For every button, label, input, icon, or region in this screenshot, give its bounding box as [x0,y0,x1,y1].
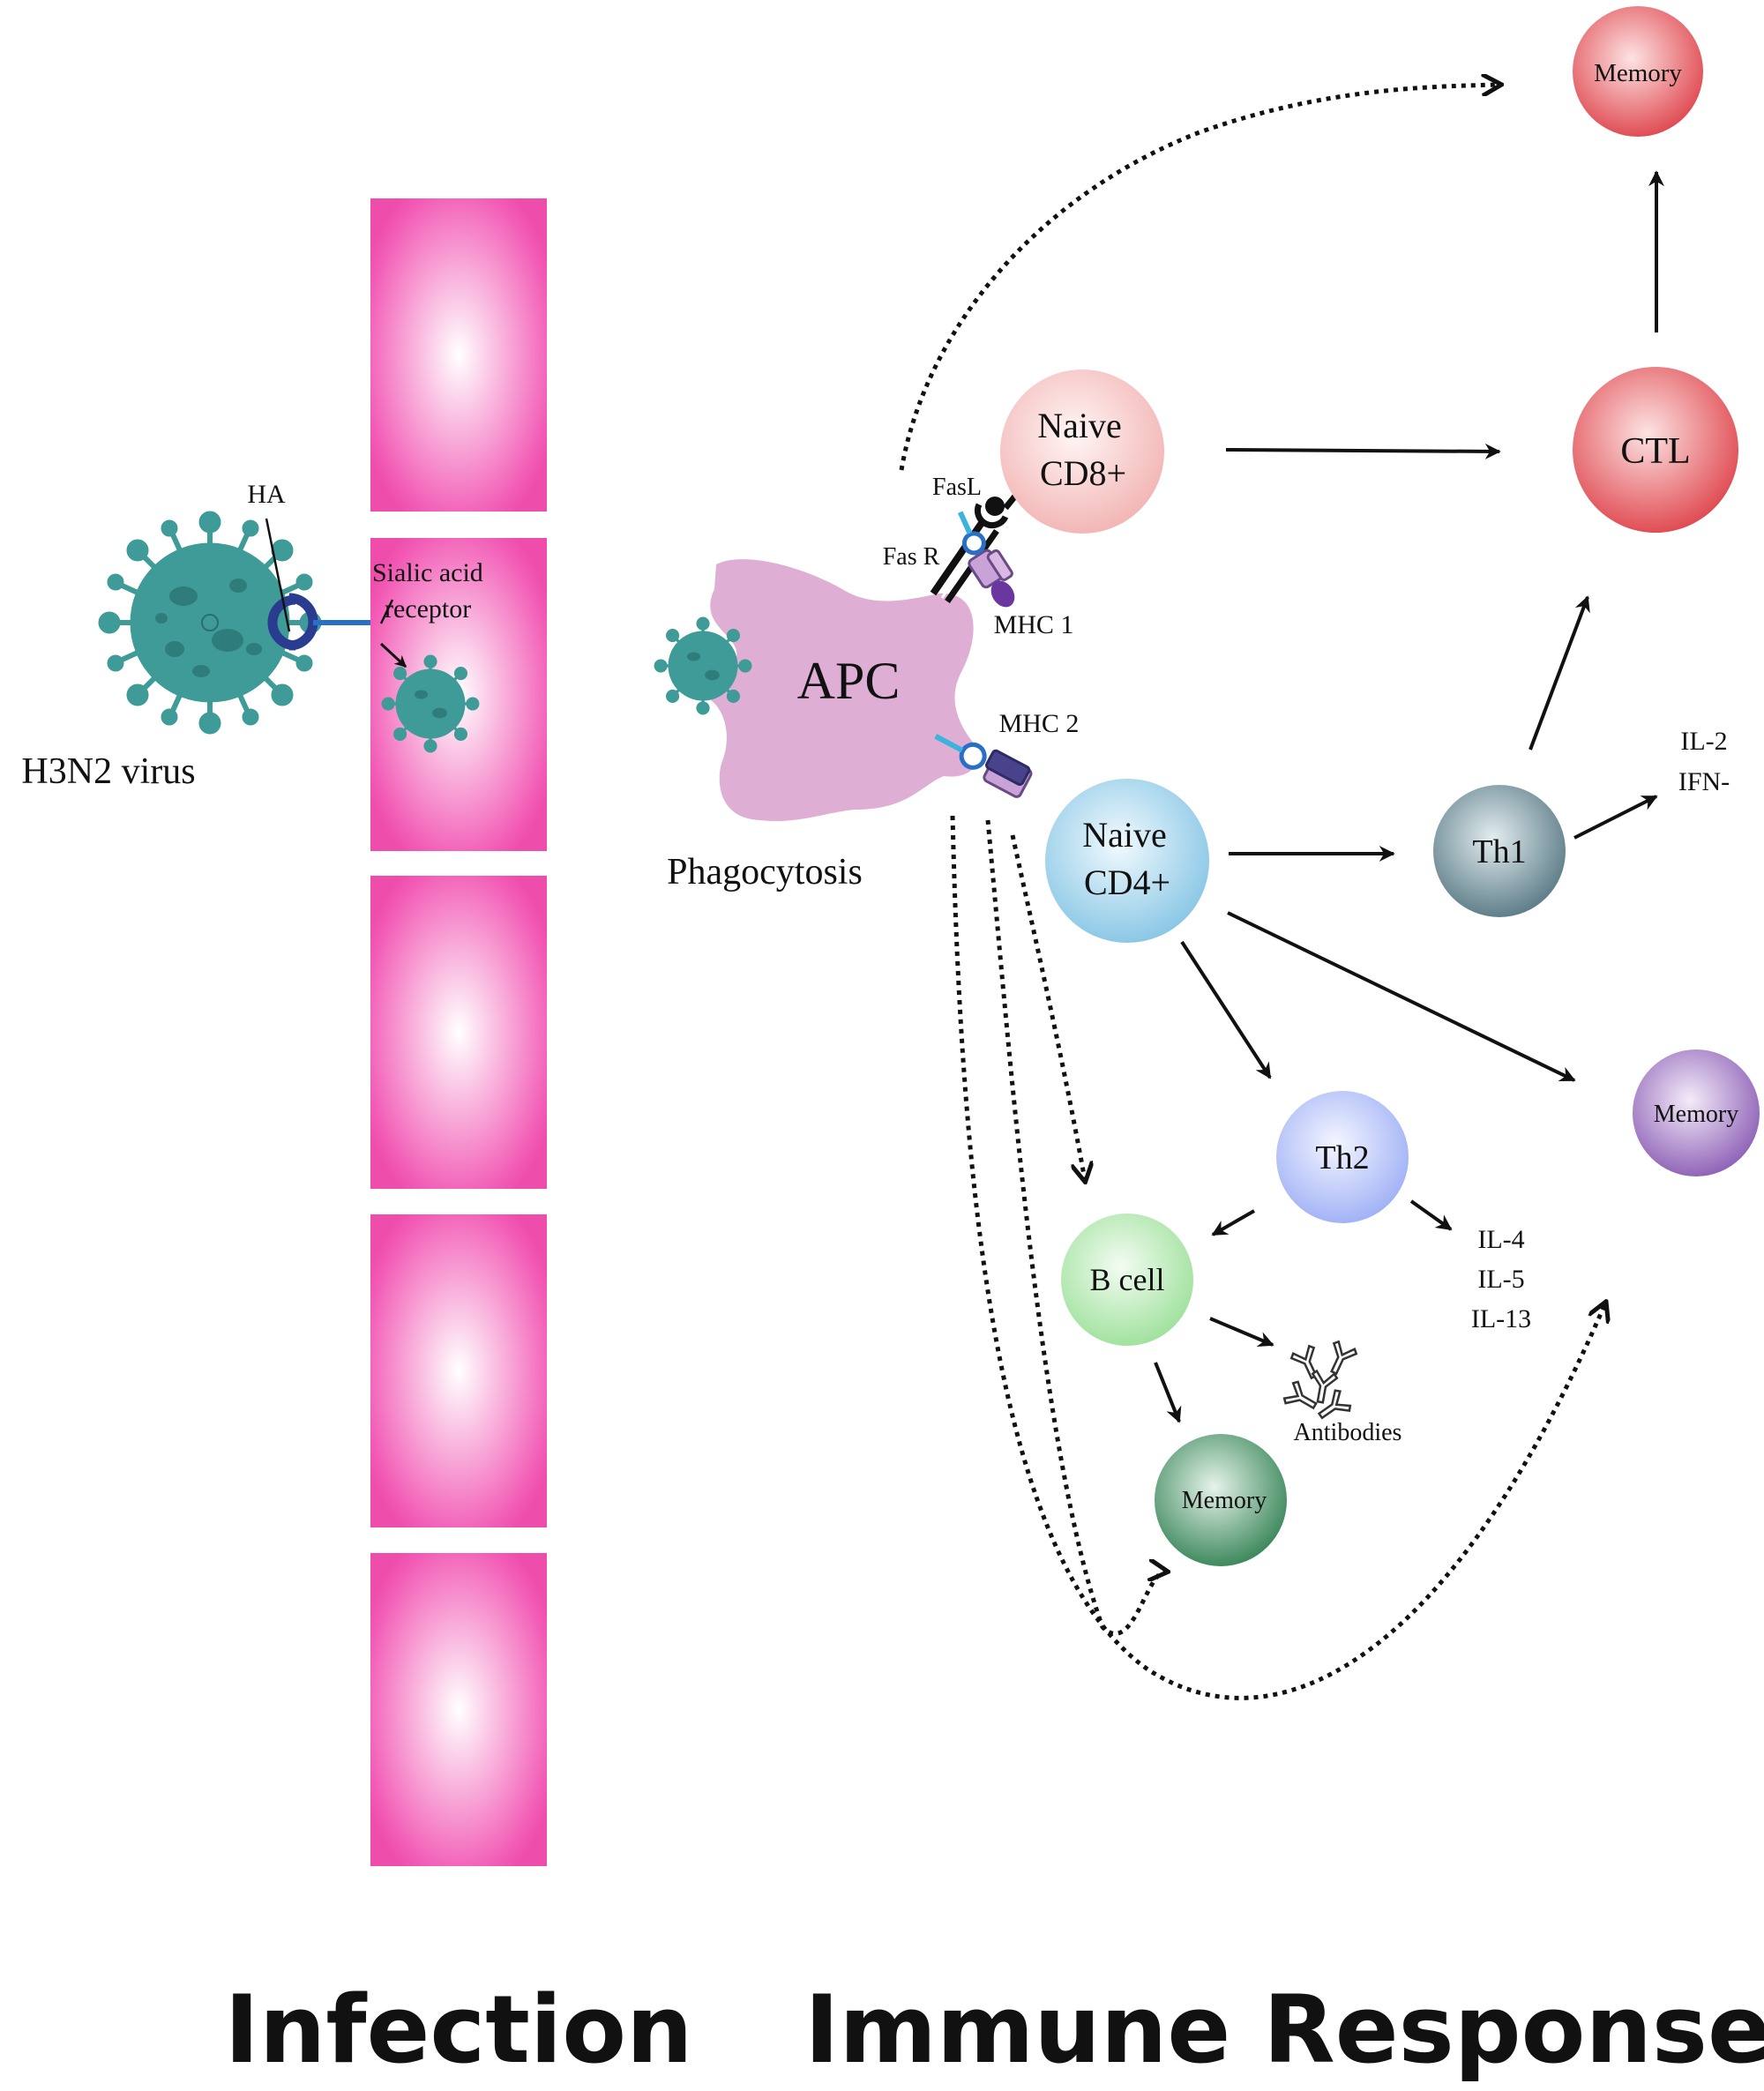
label-ha: HA [247,480,286,509]
epithelial-cell [370,1214,547,1527]
section-title-infection: Infection [224,1975,692,2084]
cell-naive-cd8: Naive CD8+ [1000,370,1164,534]
cell-naive-cd4-label-line1: Naive [1082,815,1167,855]
cell-memory-purple-label: Memory [1654,1101,1738,1128]
arrow-cd8-to-ctl [1225,443,1501,459]
dotted-arrow-apc-to-memory-green [985,819,1166,1636]
label-fasr: Fas R [883,543,940,571]
cell-ctl: CTL [1573,367,1738,533]
epithelial-cell [370,876,547,1189]
label-mhc1: MHC 1 [994,610,1074,639]
label-ifn: IFN- [1678,767,1730,796]
cell-th1: Th1 [1433,785,1566,917]
label-apc: APC [797,652,901,710]
cell-th2-label: Th2 [1315,1139,1369,1176]
arrow-th1-to-cytokines [1573,795,1658,840]
label-sialic-acid-line1: Sialic acid [372,558,483,587]
label-il4: IL-4 [1477,1225,1524,1254]
dotted-arrow-apc-to-memory-purple [950,815,1605,1700]
arrow-cd4-to-memory-purple [1227,911,1576,1082]
cell-th2: Th2 [1276,1091,1409,1223]
arrow-bcell-to-antibodies [1209,1317,1274,1347]
label-il2: IL-2 [1680,727,1727,756]
label-fasl: FasL [932,474,982,501]
h3n2-virus-icon [98,511,322,735]
label-il13: IL-13 [1471,1304,1531,1333]
cell-th1-label: Th1 [1472,833,1526,870]
arrows [899,85,1664,1700]
apc-cell [699,559,978,822]
arrow-cd4-to-th2 [1180,940,1272,1079]
label-phagocytosis: Phagocytosis [667,852,863,892]
epithelial-layer [370,198,547,1866]
label-antibodies: Antibodies [1294,1419,1402,1446]
cell-naive-cd4-label-line2: CD4+ [1084,863,1170,902]
arrow-th1-to-ctl [1529,595,1590,751]
cell-ctl-label: CTL [1620,431,1690,472]
phagocytosed-virus-icon [654,616,752,715]
cell-bcell: B cell [1061,1214,1193,1346]
dotted-arrow-apc-to-memory-red [899,85,1499,471]
dotted-arrow-apc-to-bcell [1010,834,1085,1180]
label-h3n2-virus: H3N2 virus [21,751,195,792]
cell-naive-cd4: Naive CD4+ [1045,779,1209,943]
arrow-th2-to-il4 [1409,1199,1453,1231]
cell-memory-green-label: Memory [1182,1487,1267,1514]
cell-naive-cd8-label-line2: CD8+ [1040,453,1126,493]
cell-memory-red-label: Memory [1594,59,1682,87]
cell-naive-cd8-label-line1: Naive [1037,406,1122,445]
label-sialic-acid-line2: receptor [385,594,471,624]
epithelial-cell [370,1553,547,1866]
label-il5: IL-5 [1477,1265,1524,1294]
label-mhc2: MHC 2 [999,709,1080,738]
epithelial-cell [370,198,547,512]
cell-memory-purple: Memory [1633,1049,1760,1176]
cell-memory-green: Memory [1155,1434,1287,1566]
arrow-bcell-to-memory-green [1154,1362,1182,1423]
cell-memory-red: Memory [1573,6,1703,137]
ha-receptor-binding [265,518,407,668]
cell-bcell-label: B cell [1090,1262,1165,1297]
internalized-virus-icon [381,654,480,753]
mhc2-complex [934,734,1033,798]
arrow-th2-to-bcell [1211,1209,1255,1236]
fas-fasl-mhc1-complex [930,478,1030,608]
section-title-immune-response: Immune Response [804,1975,1764,2084]
antibodies-icon [1282,1340,1358,1420]
